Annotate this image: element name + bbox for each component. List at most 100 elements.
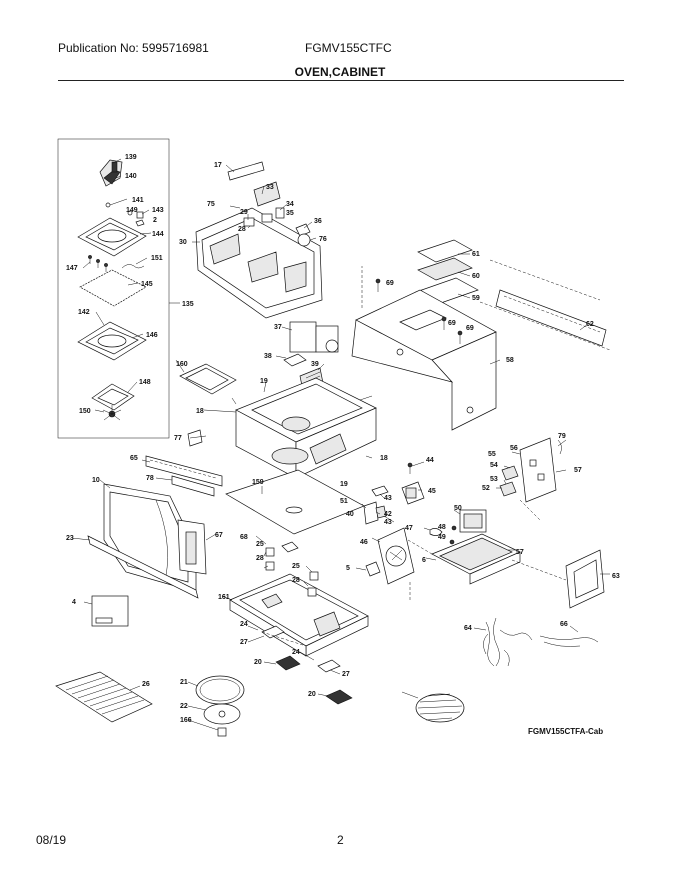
part-labels: 139 140 141 149 143 2 144 147 151 145 13… bbox=[66, 154, 620, 736]
label-50: 49 bbox=[438, 534, 446, 541]
label-25a: 25 bbox=[256, 541, 264, 548]
label-28b: 28 bbox=[256, 555, 264, 562]
label-30: 30 bbox=[179, 239, 187, 246]
label-139: 139 bbox=[125, 154, 137, 161]
label-37: 37 bbox=[274, 324, 282, 331]
label-57a: 57 bbox=[574, 467, 582, 474]
diagram-reference: FGMV155CTFA-Cab bbox=[528, 727, 603, 736]
label-54: 54 bbox=[490, 462, 498, 469]
label-42: 42 bbox=[384, 511, 392, 518]
label-27b: 20 bbox=[308, 691, 316, 698]
label-39: 39 bbox=[311, 361, 319, 368]
part-150-fan bbox=[102, 405, 122, 421]
outer-case-58 bbox=[351, 239, 611, 431]
label-78: 78 bbox=[146, 475, 154, 482]
label-23: 68 bbox=[240, 534, 248, 541]
inset-box bbox=[57, 138, 170, 439]
label-47: 46 bbox=[360, 539, 368, 546]
part-139-140 bbox=[99, 159, 123, 187]
label-49: 48 bbox=[438, 524, 446, 531]
footer-date: 08/19 bbox=[36, 833, 67, 847]
label-62: 62 bbox=[586, 321, 594, 328]
label-56: 56 bbox=[510, 445, 518, 452]
label-75: 75 bbox=[207, 201, 215, 208]
label-146: 146 bbox=[146, 332, 158, 339]
label-145: 145 bbox=[141, 281, 153, 288]
label-25b: 25 bbox=[292, 563, 300, 570]
part-68-label bbox=[83, 595, 129, 627]
label-65: 65 bbox=[130, 455, 138, 462]
label-160: 160 bbox=[176, 361, 188, 368]
door-assembly bbox=[71, 455, 223, 599]
control-frame-30 bbox=[192, 161, 323, 319]
label-79: 79 bbox=[558, 433, 566, 440]
label-61: 61 bbox=[472, 251, 480, 258]
label-55: 55 bbox=[488, 451, 496, 458]
oven-cavity bbox=[175, 321, 377, 535]
label-44: 44 bbox=[426, 457, 434, 464]
label-143: 143 bbox=[152, 207, 164, 214]
model-number: FGMV155CTFC bbox=[305, 41, 392, 55]
label-69b: 69 bbox=[448, 320, 456, 327]
label-60: 60 bbox=[472, 273, 480, 280]
label-36: 36 bbox=[314, 218, 322, 225]
label-66: 26 bbox=[142, 681, 150, 688]
label-151: 151 bbox=[151, 255, 163, 262]
label-144: 144 bbox=[152, 231, 164, 238]
label-35: 35 bbox=[286, 210, 294, 217]
label-26a: 24 bbox=[240, 621, 248, 628]
wire-harness bbox=[473, 617, 599, 667]
label-4: 161 bbox=[218, 594, 230, 601]
label-57b: 57 bbox=[516, 549, 524, 556]
page-title: OVEN,CABINET bbox=[294, 65, 386, 79]
label-52: 52 bbox=[482, 485, 490, 492]
label-140: 140 bbox=[125, 173, 137, 180]
label-19a: 19 bbox=[260, 378, 268, 385]
oven-rack-66 bbox=[55, 671, 153, 723]
label-76: 76 bbox=[319, 236, 327, 243]
label-159: 159 bbox=[252, 479, 264, 486]
label-18b: 18 bbox=[380, 455, 388, 462]
label-34: 34 bbox=[286, 201, 294, 208]
label-10: 10 bbox=[92, 477, 100, 484]
label-53: 53 bbox=[490, 476, 498, 483]
label-29: 29 bbox=[240, 209, 248, 216]
label-20: 21 bbox=[180, 679, 188, 686]
label-161: 63 bbox=[612, 573, 620, 580]
label-149: 149 bbox=[126, 207, 138, 214]
label-21: 22 bbox=[180, 703, 188, 710]
label-19b: 19 bbox=[340, 481, 348, 488]
header-rule bbox=[58, 80, 624, 81]
label-38: 38 bbox=[264, 353, 272, 360]
label-63: 64 bbox=[464, 625, 472, 632]
label-147: 147 bbox=[66, 265, 78, 272]
publication-number: Publication No: 5995716981 bbox=[58, 41, 209, 55]
label-26b: 24 bbox=[292, 649, 300, 656]
label-58: 58 bbox=[506, 357, 514, 364]
label-33: 33 bbox=[266, 184, 274, 191]
label-40: 51 bbox=[340, 498, 348, 505]
label-6: 67 bbox=[215, 532, 223, 539]
electrical-components bbox=[355, 437, 610, 609]
label-28: 28 bbox=[238, 226, 246, 233]
label-68: 4 bbox=[72, 599, 76, 606]
label-22: 166 bbox=[180, 717, 192, 724]
label-46: 5 bbox=[346, 565, 350, 572]
label-59: 59 bbox=[472, 295, 480, 302]
label-43b: 43 bbox=[384, 519, 392, 526]
label-48: 47 bbox=[405, 525, 413, 532]
label-51: 50 bbox=[454, 505, 462, 512]
label-150: 150 bbox=[79, 408, 91, 415]
label-67: 23 bbox=[66, 535, 74, 542]
label-142: 142 bbox=[78, 309, 90, 316]
label-24a: 27 bbox=[240, 639, 248, 646]
label-27a: 20 bbox=[254, 659, 262, 666]
label-135: 135 bbox=[182, 301, 194, 308]
label-64: 66 bbox=[560, 621, 568, 628]
door-assembly-inset bbox=[57, 138, 180, 439]
label-141: 141 bbox=[132, 197, 144, 204]
label-17: 17 bbox=[214, 162, 222, 169]
label-45: 45 bbox=[428, 488, 436, 495]
label-69c: 69 bbox=[466, 325, 474, 332]
